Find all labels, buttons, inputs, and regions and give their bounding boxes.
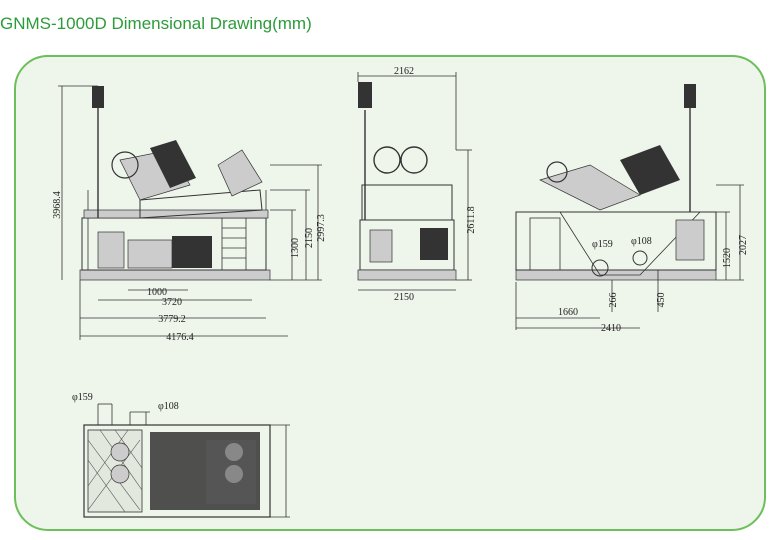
dim-front-2997: 2997.3 xyxy=(316,214,327,242)
top-view xyxy=(83,403,290,518)
dim-rear-1520: 1520 xyxy=(722,248,733,268)
dim-rear-phi108: φ108 xyxy=(631,236,652,247)
dim-rear-phi159: φ159 xyxy=(592,239,613,250)
front-view xyxy=(58,85,322,340)
side-view xyxy=(357,72,472,291)
dim-front-4176: 4176.4 xyxy=(166,332,194,343)
dim-front-height-total: 3968.4 xyxy=(52,191,63,219)
dim-rear-2410: 2410 xyxy=(601,323,621,334)
dim-rear-1660: 1660 xyxy=(558,307,578,318)
rear-view xyxy=(515,84,744,330)
dim-side-bottom-width: 2150 xyxy=(394,292,414,303)
dim-rear-450: 450 xyxy=(656,293,667,308)
dim-rear-266: 266 xyxy=(608,293,619,308)
page-title: GNMS-1000D Dimensional Drawing(mm) xyxy=(0,14,312,33)
dim-front-1300: 1300 xyxy=(290,238,301,258)
dim-front-2150: 2150 xyxy=(304,228,315,248)
dim-side-height: 2611.8 xyxy=(466,206,477,233)
dim-side-top-width: 2162 xyxy=(394,66,414,77)
dim-rear-2027: 2027 xyxy=(738,235,749,255)
dim-front-3720: 3720 xyxy=(162,297,182,308)
dim-top-phi159: φ159 xyxy=(72,392,93,403)
dim-top-phi108: φ108 xyxy=(158,401,179,412)
dim-front-3779: 3779.2 xyxy=(158,314,186,325)
dim-front-1000: 1000 xyxy=(147,287,167,298)
